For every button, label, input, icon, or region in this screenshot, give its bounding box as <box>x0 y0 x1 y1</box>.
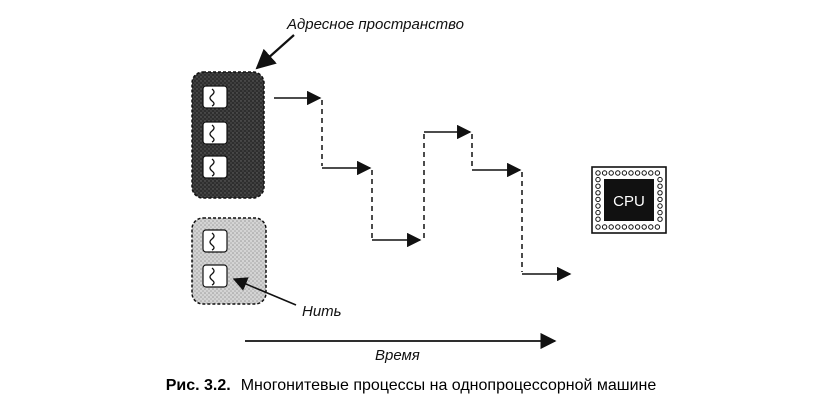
address-space-pointer <box>255 34 295 70</box>
thread-label: Нить <box>302 303 342 320</box>
cpu-pin <box>595 196 601 203</box>
cpu-chip: CPU <box>591 166 667 234</box>
cpu-pin <box>657 216 663 222</box>
cpu-pin <box>621 224 628 230</box>
cpu-pin <box>648 224 654 230</box>
cpu-pin <box>615 170 621 176</box>
cpu-pin <box>595 203 601 209</box>
cpu-pin <box>641 170 647 176</box>
cpu-pin <box>641 224 647 230</box>
cpu-pin <box>601 170 608 176</box>
cpu-pin <box>634 224 641 230</box>
execution-timeline <box>274 90 572 282</box>
cpu-pins <box>595 170 663 230</box>
cpu-pin <box>657 203 663 209</box>
cpu-pin <box>608 224 614 230</box>
cpu-pin <box>595 170 601 176</box>
cpu-pin <box>608 170 614 176</box>
process-1 <box>191 71 265 199</box>
thread-icon <box>202 155 228 179</box>
cpu-pin <box>654 224 661 230</box>
caption-text: Многонитевые процессы на однопроцессорно… <box>241 377 657 394</box>
cpu-pin <box>657 196 663 203</box>
cpu-pin <box>628 224 634 230</box>
cpu-pin <box>595 209 601 216</box>
cpu-pin <box>615 224 621 230</box>
cpu-pin <box>595 224 601 230</box>
cpu-pin <box>657 183 663 189</box>
cpu-pin <box>595 216 601 222</box>
thread-icon <box>202 264 228 288</box>
thread-icon <box>202 229 228 253</box>
figure-caption: Рис. 3.2. Многонитевые процессы на одноп… <box>166 377 657 394</box>
cpu-pin <box>657 176 663 183</box>
cpu-pin <box>628 170 634 176</box>
cpu-pin <box>595 183 601 189</box>
cpu-label: CPU <box>613 193 645 210</box>
process-2 <box>191 217 267 305</box>
cpu-pin <box>601 224 608 230</box>
cpu-pin <box>595 190 601 196</box>
thread-icon <box>202 85 228 109</box>
cpu-pin <box>657 190 663 196</box>
thread-pointer <box>232 277 297 306</box>
cpu-pin <box>654 170 661 176</box>
cpu-pin <box>595 176 601 183</box>
thread-icon <box>202 121 228 145</box>
cpu-pin <box>657 209 663 216</box>
cpu-pin <box>648 170 654 176</box>
time-label: Время <box>375 347 420 364</box>
cpu-pin <box>634 170 641 176</box>
address-space-label: Адресное пространство <box>286 16 464 33</box>
cpu-pin <box>621 170 628 176</box>
caption-number: Рис. 3.2. <box>166 377 231 394</box>
